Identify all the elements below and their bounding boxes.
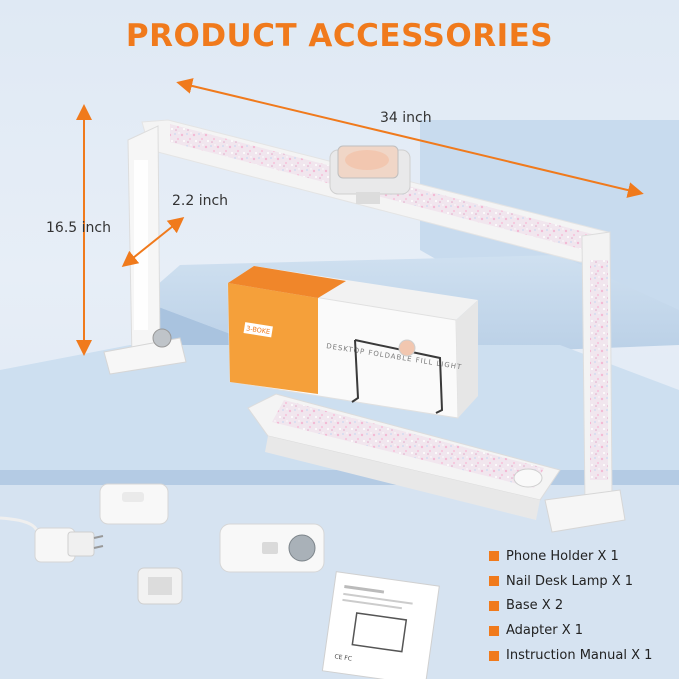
manual-cert-marks: CE FC bbox=[334, 653, 352, 662]
list-item: Instruction Manual X 1 bbox=[489, 643, 679, 668]
product-box: 3-BOKE DESKTOP FOLDABLE FILL LIGHT bbox=[227, 266, 478, 419]
bullet-square-icon bbox=[489, 600, 499, 611]
accessory-label: Instruction Manual X 1 bbox=[506, 648, 653, 664]
bullet-square-icon bbox=[489, 650, 499, 661]
page-title: PRODUCT ACCESSORIES bbox=[125, 18, 554, 54]
list-item: Nail Desk Lamp X 1 bbox=[489, 569, 679, 594]
dimension-arrows bbox=[76, 78, 644, 356]
bullet-square-icon bbox=[489, 625, 499, 636]
box-orange-panel bbox=[228, 283, 318, 394]
base-1 bbox=[99, 483, 169, 525]
depth-arrow bbox=[121, 217, 185, 267]
folded-bar-joint bbox=[513, 468, 543, 488]
dimmer-knob-icon bbox=[288, 534, 316, 562]
depth-label: 2.2 inch bbox=[172, 193, 229, 209]
platform-main-top bbox=[0, 345, 679, 470]
holder-clamp bbox=[356, 192, 380, 204]
width-label: 34 inch bbox=[380, 110, 432, 126]
folded-bar-glitter bbox=[272, 400, 544, 488]
box-phone-icon bbox=[398, 339, 416, 357]
height-label: 16.5 inch bbox=[46, 220, 111, 236]
lamp-right-glitter bbox=[590, 260, 608, 480]
accessories-list: Phone Holder X 1 Nail Desk Lamp X 1 Base… bbox=[489, 544, 679, 668]
lamp-left-light-strip bbox=[134, 160, 148, 330]
hand-icon bbox=[345, 150, 389, 170]
instruction-manual: CE FC bbox=[321, 571, 440, 679]
knob-icon bbox=[152, 328, 172, 348]
accessory-label: Nail Desk Lamp X 1 bbox=[506, 573, 634, 589]
adapter-plug bbox=[67, 531, 95, 557]
floor-accessories: CE FC bbox=[0, 483, 440, 679]
box-lamp-illustration bbox=[351, 339, 444, 414]
box-side bbox=[456, 300, 478, 418]
list-item: Phone Holder X 1 bbox=[489, 544, 679, 569]
folded-lamp-bar bbox=[247, 393, 561, 520]
box-badge: 3-BOKE bbox=[246, 324, 271, 336]
box-badge-bg bbox=[243, 322, 273, 338]
list-item: Base X 2 bbox=[489, 594, 679, 619]
width-arrow bbox=[176, 78, 644, 198]
lamp-right-base bbox=[544, 489, 626, 533]
accessory-label: Adapter X 1 bbox=[506, 623, 584, 639]
list-item: Adapter X 1 bbox=[489, 618, 679, 643]
folded-bar-edge bbox=[265, 436, 540, 520]
accessory-label: Base X 2 bbox=[506, 598, 564, 614]
accessory-label: Phone Holder X 1 bbox=[506, 548, 619, 564]
platform-main-edge bbox=[0, 470, 679, 485]
bullet-square-icon bbox=[489, 551, 499, 562]
bullet-square-icon bbox=[489, 576, 499, 587]
box-orange-band bbox=[228, 266, 346, 298]
